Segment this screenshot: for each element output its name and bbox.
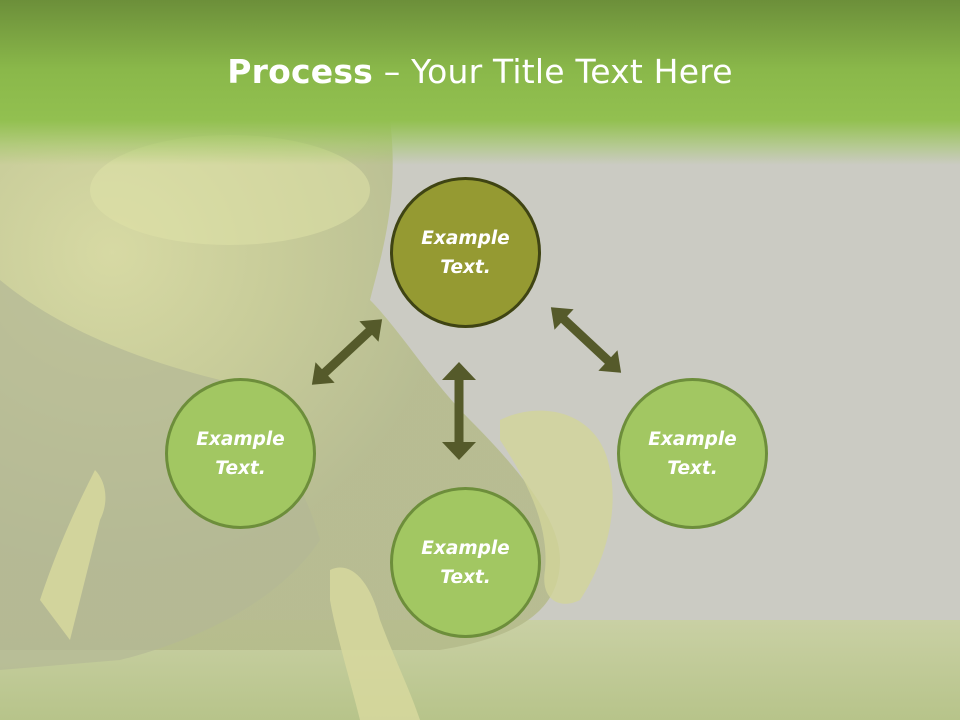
node-bottom-label: Example Text. [421, 537, 510, 588]
slide-title: Process – Your Title Text Here [0, 52, 960, 91]
arrow-top-left [311, 319, 383, 385]
node-top: Example Text. [390, 177, 541, 328]
title-bold: Process [227, 52, 374, 91]
node-right: Example Text. [617, 378, 768, 529]
node-bottom: Example Text. [390, 487, 541, 638]
node-right-label: Example Text. [648, 428, 737, 479]
node-left: Example Text. [165, 378, 316, 529]
node-top-label: Example Text. [421, 227, 510, 278]
arrow-vertical [442, 362, 476, 460]
node-left-label: Example Text. [196, 428, 285, 479]
title-bar [0, 0, 960, 165]
arrow-top-right [550, 307, 622, 373]
title-rest: – Your Title Text Here [373, 52, 733, 91]
